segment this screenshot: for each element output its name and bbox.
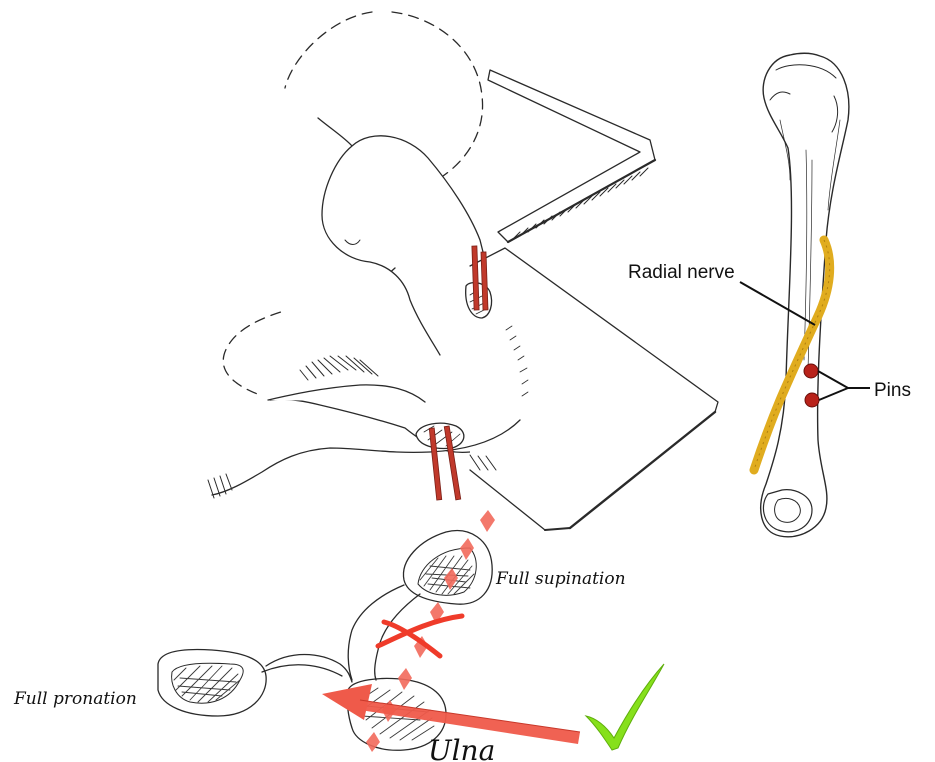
pins-label: Pins	[874, 380, 911, 401]
pin-dot-2	[805, 393, 819, 407]
radial-nerve-label: Radial nerve	[628, 262, 735, 283]
pins-leader-1	[818, 371, 870, 388]
humerus-outline	[761, 53, 849, 537]
trajectory-diamond-1	[480, 510, 495, 532]
forearm-shadow	[208, 474, 232, 498]
upper-board	[488, 70, 655, 242]
check-mark-icon	[586, 664, 664, 750]
humerus-bone	[761, 53, 849, 537]
torso-detail	[345, 240, 360, 245]
pins-leader-2	[819, 388, 848, 400]
interosseous-membrane-2	[262, 655, 352, 683]
full-pronation-label: Full pronation	[13, 689, 137, 709]
full-supination-label: Full supination	[495, 569, 626, 589]
ulna-label: Ulna	[428, 734, 495, 762]
arm-board	[470, 248, 718, 530]
pin-dot-1	[804, 364, 818, 378]
